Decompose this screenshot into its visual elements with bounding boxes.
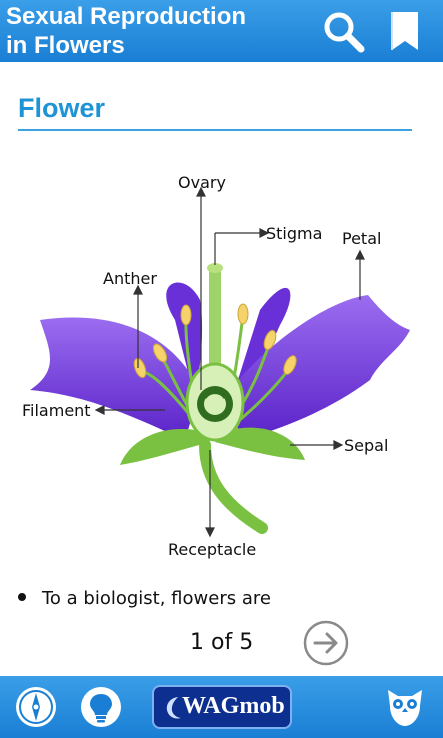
app-title-line2: in Flowers — [6, 32, 125, 59]
bullet-dot — [18, 593, 26, 601]
owl-icon[interactable] — [382, 684, 428, 730]
moon-icon — [166, 697, 181, 719]
flower-illustration — [30, 263, 410, 534]
app-footer: WAGmob — [0, 676, 443, 738]
section-title: Flower — [18, 93, 106, 123]
wagmob-logo-button[interactable]: WAGmob — [152, 685, 292, 729]
bookmark-icon[interactable] — [384, 8, 430, 54]
label-stigma: Stigma — [266, 224, 322, 243]
bullet-text: To a biologist, flowers are — [42, 588, 271, 609]
label-petal: Petal — [342, 229, 381, 248]
app-title: Sexual Reproduction in Flowers — [6, 2, 246, 60]
label-filament: Filament — [22, 401, 91, 420]
label-receptacle: Receptacle — [168, 540, 256, 559]
section-divider — [18, 129, 412, 131]
app-title-line1: Sexual Reproduction — [6, 3, 247, 30]
search-icon[interactable] — [320, 8, 366, 54]
label-anther: Anther — [103, 269, 157, 288]
content-bullet: To a biologist, flowers are — [18, 588, 428, 609]
lightbulb-icon[interactable] — [79, 685, 123, 729]
compass-icon[interactable] — [14, 685, 58, 729]
label-ovary: Ovary — [178, 173, 226, 192]
label-sepal: Sepal — [344, 436, 388, 455]
brand-name: WAGmob — [182, 693, 285, 719]
flower-diagram: Ovary Stigma Petal Anther Filament Sepal… — [22, 173, 410, 559]
arrow-right-circle-icon[interactable] — [302, 619, 350, 667]
page-indicator: 1 of 5 — [190, 630, 254, 655]
app-header: Sexual Reproduction in Flowers — [0, 0, 443, 62]
